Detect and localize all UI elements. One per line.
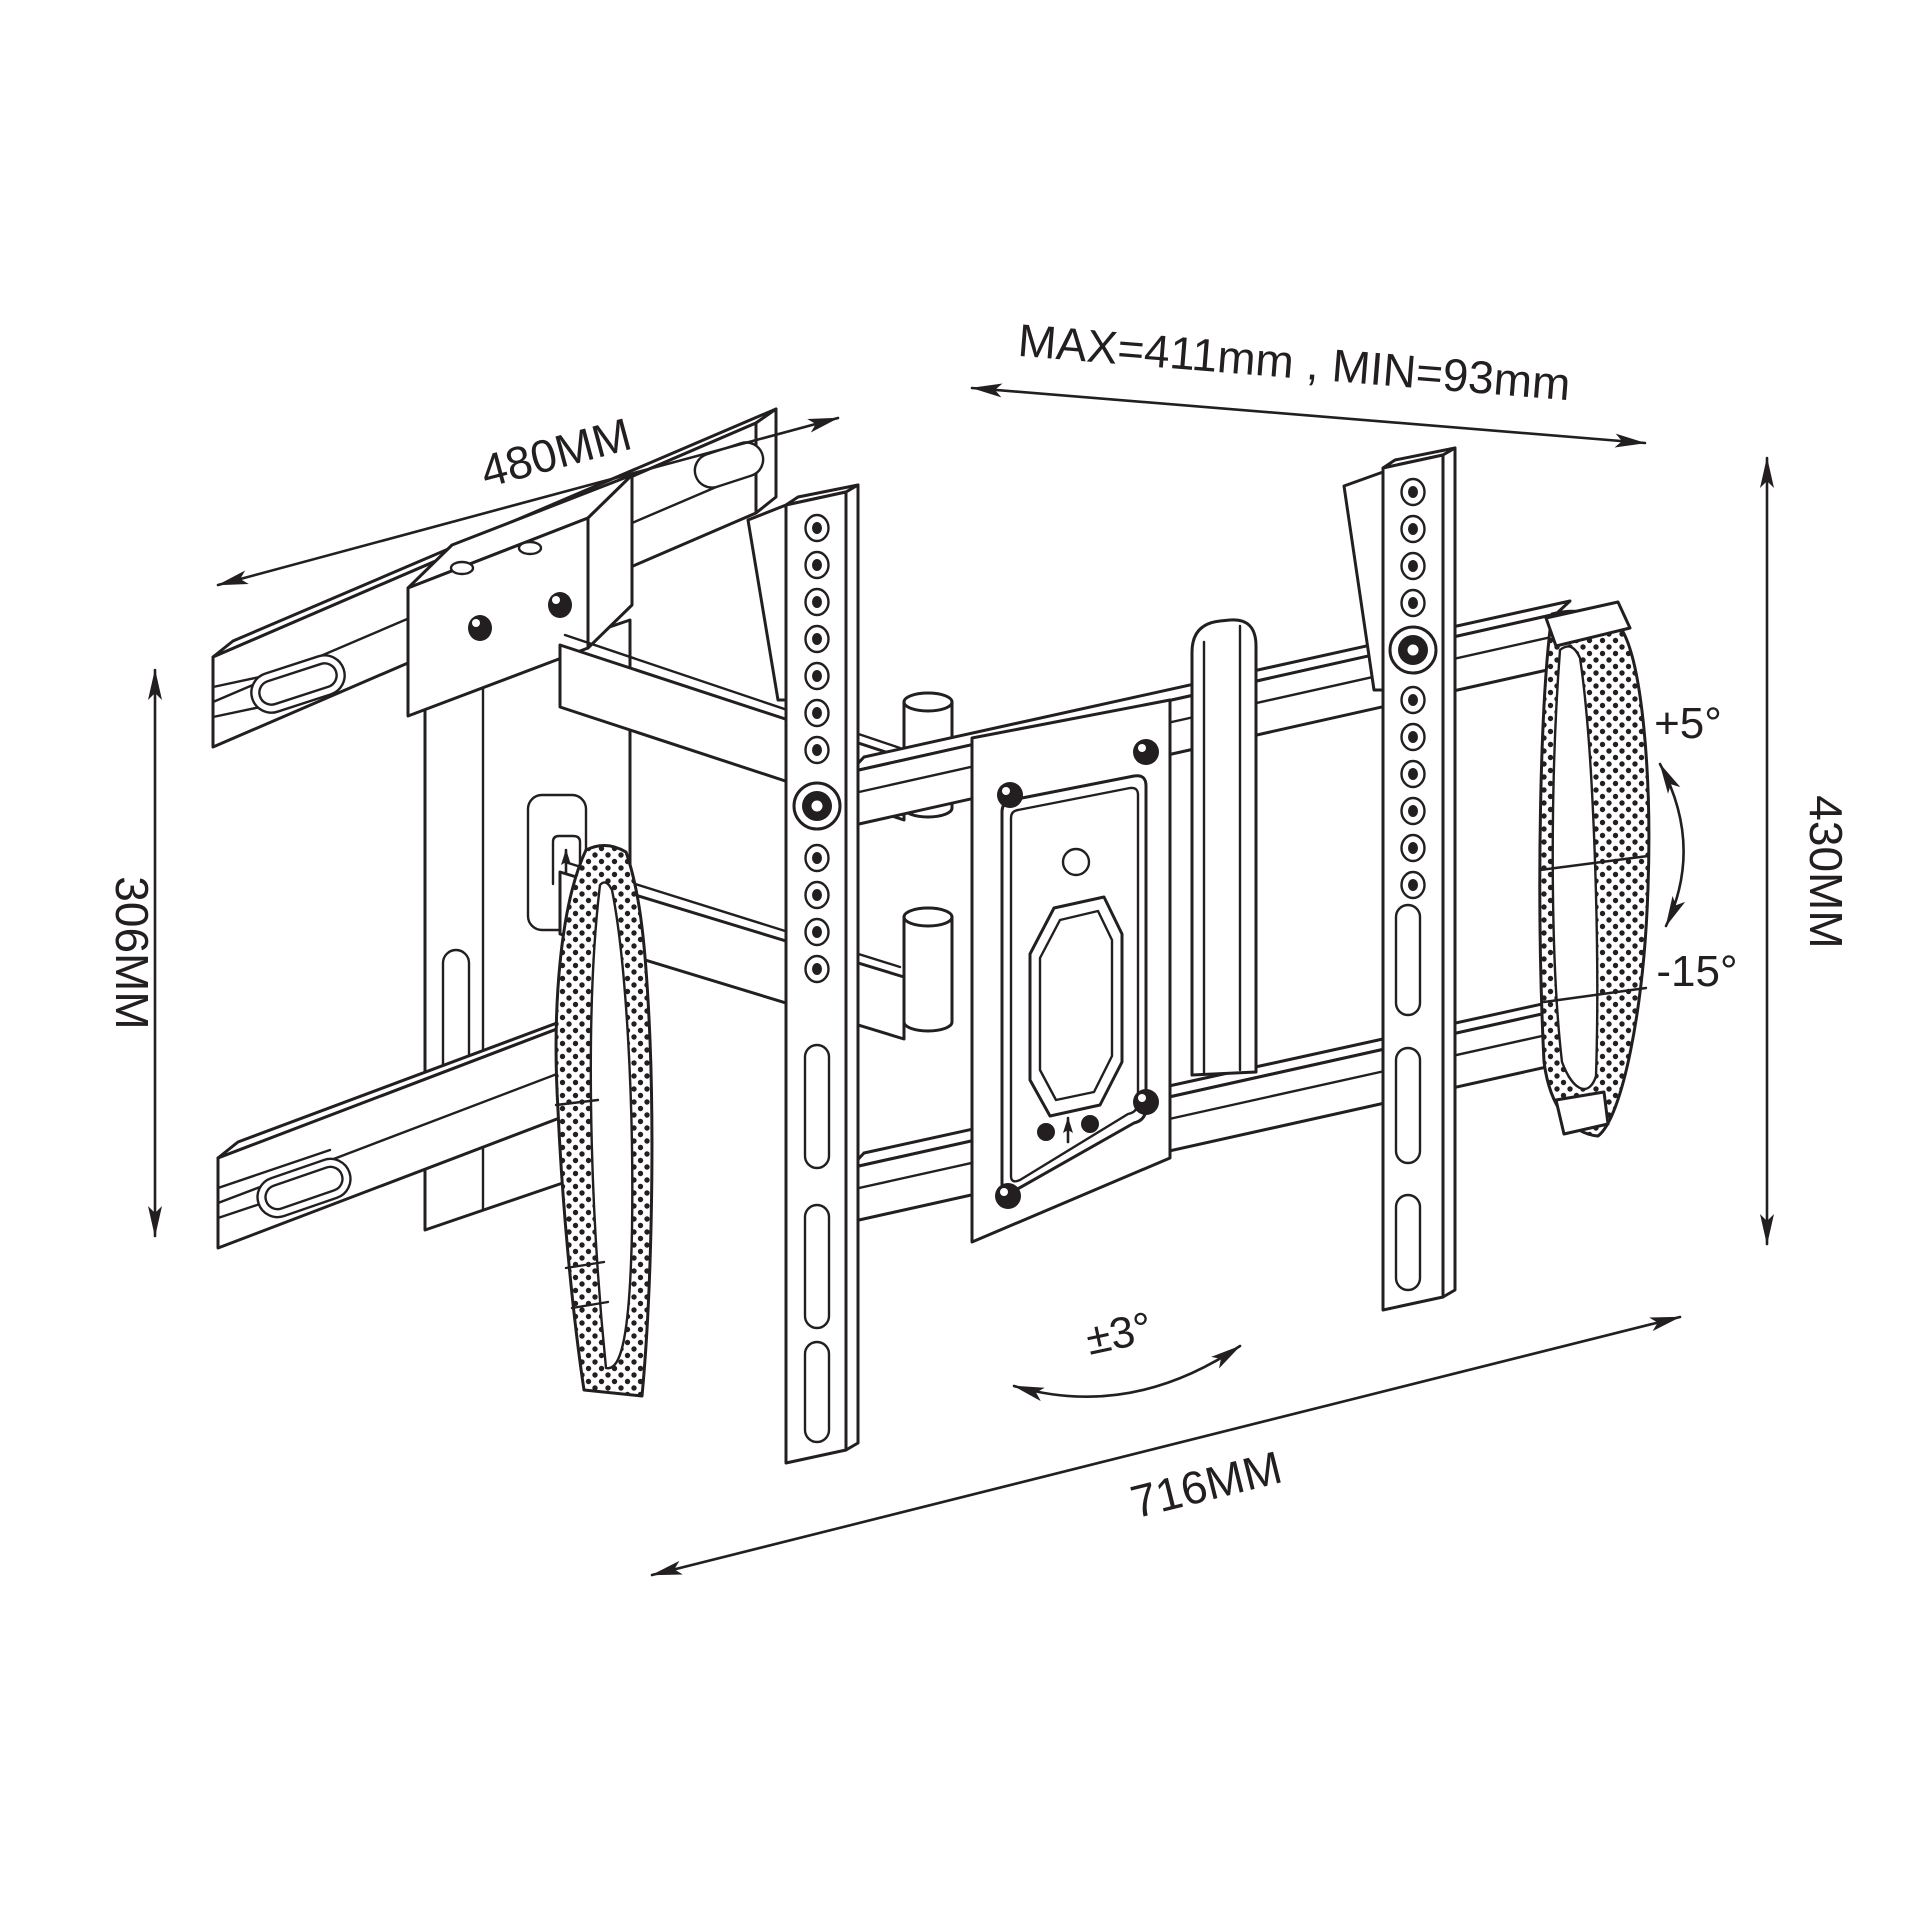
bracket-top-hole [449, 560, 475, 576]
dim-716-label: 716MM [1125, 1441, 1286, 1529]
left-rail-slot [803, 1043, 831, 1170]
dim-430-label: 430MM [1800, 795, 1852, 948]
dim-716-arrow [650, 1315, 1682, 1577]
left-grip-handle [554, 844, 654, 1398]
screw-glyph [1037, 1123, 1055, 1141]
left-rail-slot [803, 1340, 831, 1444]
dim-bracket-height: 430MM [1760, 456, 1852, 1246]
dim-maxmin-label: MAX=411mm , MIN=93mm [1016, 314, 1572, 410]
bracket-top-hole [517, 540, 543, 556]
left-tv-rail [746, 483, 860, 1465]
bracket-hole [548, 592, 572, 618]
bottom-wall-rail [216, 990, 642, 1250]
bracket-hole [468, 615, 492, 641]
right-tv-rail [1342, 446, 1457, 1312]
hook-guide-outline [551, 834, 582, 886]
lower-pivot-cylinder [902, 915, 954, 1033]
grip-bottom-cap [1554, 1090, 1610, 1136]
plate-screw [997, 782, 1023, 808]
tilt-annotation: +5° -15° [1654, 699, 1737, 996]
left-rail-screw [792, 781, 842, 831]
dim-480-arrow [216, 416, 840, 587]
swivel-label: ±3° [1082, 1303, 1157, 1365]
screw-glyph [1081, 1115, 1099, 1133]
plate-recess-outer [1000, 774, 1148, 1194]
swivel-arc-arrow [1012, 1344, 1242, 1402]
left-rail-slot [803, 1203, 831, 1330]
tilt-down-label: -15° [1656, 947, 1737, 996]
center-vesa-plate [970, 698, 1172, 1244]
octagon-cutout-inner [1038, 909, 1114, 1102]
dim-rail-spacing: 306MM [106, 668, 162, 1238]
dim-extension-range: MAX=411mm , MIN=93mm [970, 314, 1647, 448]
right-rail-slot [1394, 1193, 1422, 1292]
plate-screw [995, 1183, 1021, 1209]
tilt-up-label: +5° [1654, 699, 1722, 748]
right-rail-slot [1394, 1046, 1422, 1165]
plate-screw [1133, 1089, 1159, 1115]
swivel-annotation: ±3° [1012, 1303, 1242, 1402]
right-grip-handle [1538, 600, 1651, 1138]
plate-center-hole [1061, 847, 1091, 877]
plate-recess-inner [1009, 786, 1140, 1183]
slider-connector [1190, 618, 1258, 1077]
dim-306-label: 306MM [106, 876, 158, 1029]
dim-maxmin-arrow [970, 383, 1647, 448]
tilt-arc-arrow [1658, 762, 1686, 928]
octagon-cutout-outer [1028, 895, 1124, 1118]
grip-top-cap [1544, 600, 1632, 648]
plate-screw [1133, 739, 1159, 765]
right-rail-holes [1400, 477, 1426, 900]
right-rail-screw [1388, 625, 1438, 675]
right-rail-slot [1394, 903, 1422, 1017]
